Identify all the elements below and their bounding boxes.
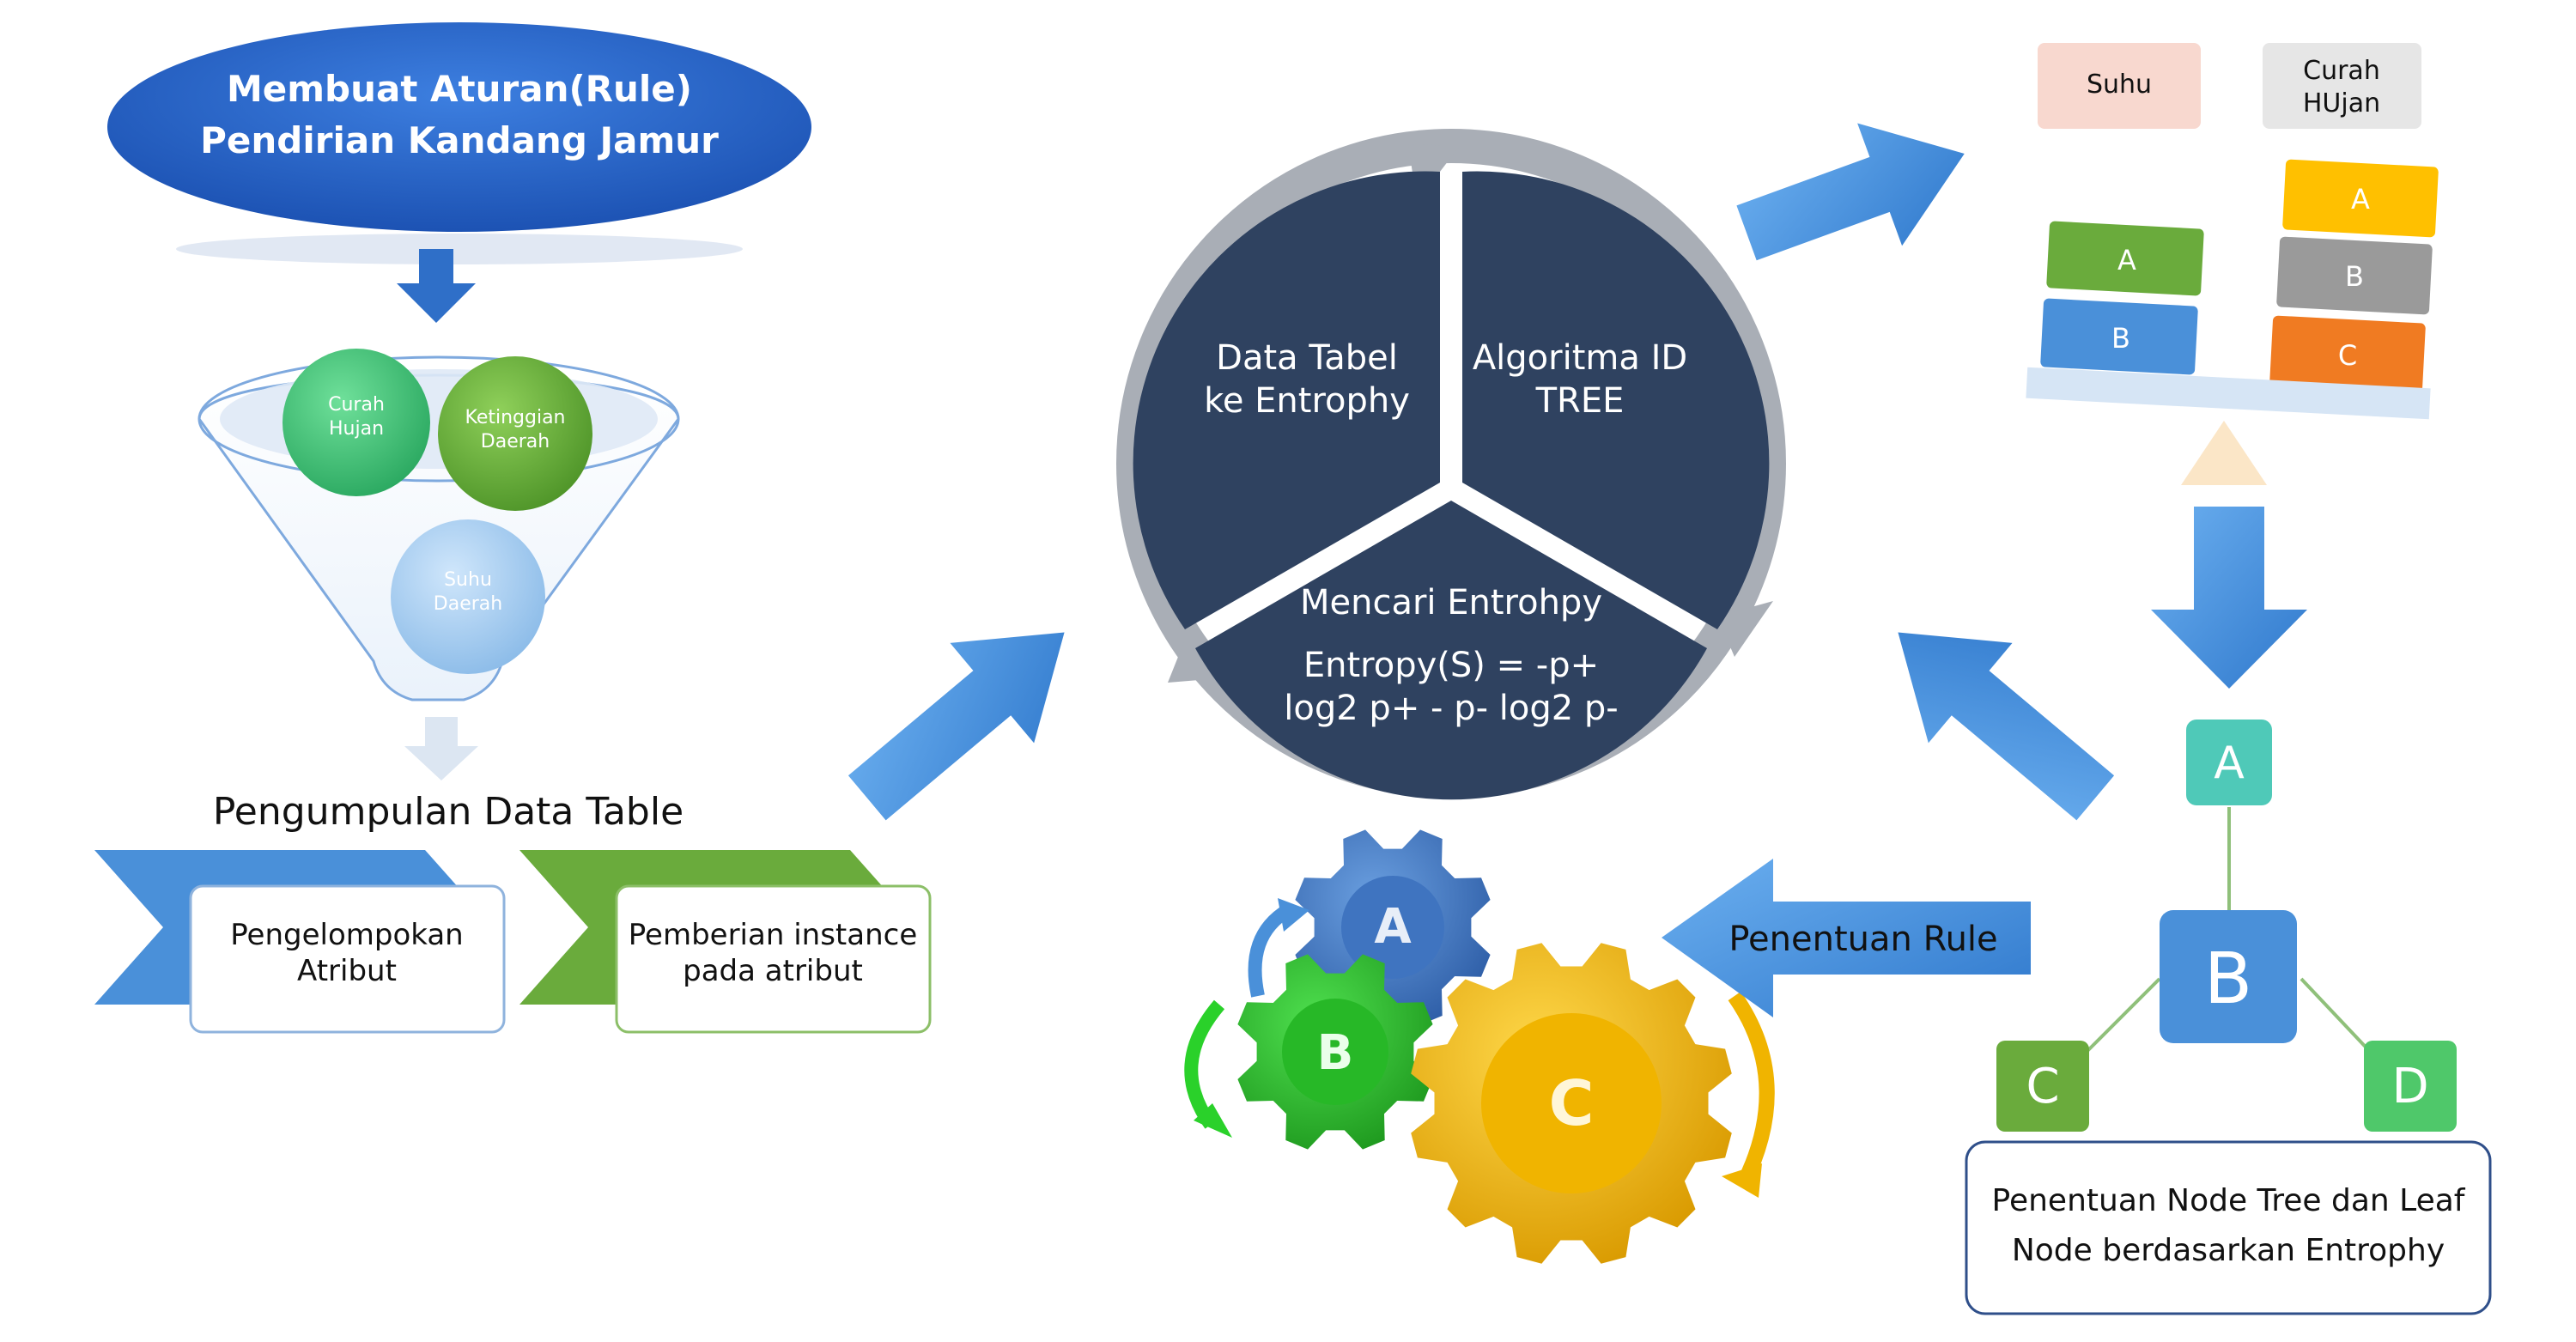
arrow-tree-to-cycle-icon [1898,632,2115,821]
balance-header-right [2263,43,2421,129]
chevron-blue-box [189,884,506,1034]
gear-rotate-arrow-yellow-icon [1728,991,1775,1189]
gear-c-label: C [1549,1067,1595,1139]
tree-node-root [2186,720,2272,805]
balance-left-stack [2040,221,2204,375]
tree-node-mid [2160,910,2297,1043]
down-arrow-to-tree-icon [2151,507,2307,689]
title-ellipse [107,22,811,232]
cycle-segment-bottom-formula: Entropy(S) = -p+log2 p+ - p- log2 p- [1284,646,1618,728]
data-table-label: Pengumpulan Data Table [213,790,683,834]
cycle-segment-bottom-title: Mencari Entrohpy [1300,583,1602,622]
gear-rotate-arrow-green-icon [1184,999,1225,1129]
balance-beam [2026,367,2431,420]
arrow-cycle-to-balance-icon [1736,123,1965,261]
tree-node-root-label: A [2214,738,2245,789]
funnel-circle-suhu-daerah [391,519,545,674]
gear-b-label: B [1317,1025,1354,1081]
balance-right-stack [2269,159,2439,394]
chevron-green-box [615,884,932,1034]
balance-left-block-b [2040,298,2198,375]
cycle-segment-right [1462,171,1770,629]
gear-a-label: A [1374,899,1412,955]
balance-right-label-1: B [2345,260,2364,293]
gear-b-icon [1237,954,1433,1150]
balance-header-left-label: Suhu [2087,70,2152,100]
tree-caption-box [1965,1140,2492,1315]
gear-rotate-arrow-blue-icon [1248,904,1292,998]
balance-right-label-2: C [2338,339,2357,372]
balance-right-block-a [2282,159,2439,238]
rule-arrow-label: Penentuan Rule [1728,920,1997,959]
down-arrow-icon [397,249,476,323]
title-line-2: Pendirian Kandang Jamur [200,119,719,161]
balance-left-label-1: B [2111,322,2130,355]
title-line-1: Membuat Aturan(Rule) [227,68,692,110]
arrow-to-cycle-icon [848,632,1065,821]
balance-right-block-c [2269,315,2426,394]
funnel-circle-curah-hujan [283,349,430,496]
tree-leaf-left-label: C [2026,1059,2059,1114]
funnel-circle-ketinggian-daerah [438,356,592,511]
gear-c-icon [1411,943,1732,1264]
balance-left-block-a [2046,221,2204,296]
balance-right-block-b [2276,236,2433,315]
tree-leaf-right [2364,1041,2457,1132]
cycle-segment-left [1133,171,1440,629]
tree-leaf-right-label: D [2391,1059,2428,1114]
cycle-segment-bottom [1195,501,1707,800]
balance-fulcrum-icon [2181,421,2267,485]
tree-node-mid-label: B [2204,938,2252,1020]
cycle-diagram [1116,129,1786,800]
balance-header-left [2038,43,2201,129]
balance-left-label-0: A [2117,244,2136,276]
rule-arrow-icon [1662,859,2031,1017]
funnel-output-arrow-icon [404,717,478,780]
tree-leaf-left [1996,1041,2089,1132]
balance-right-label-0: A [2351,183,2370,216]
